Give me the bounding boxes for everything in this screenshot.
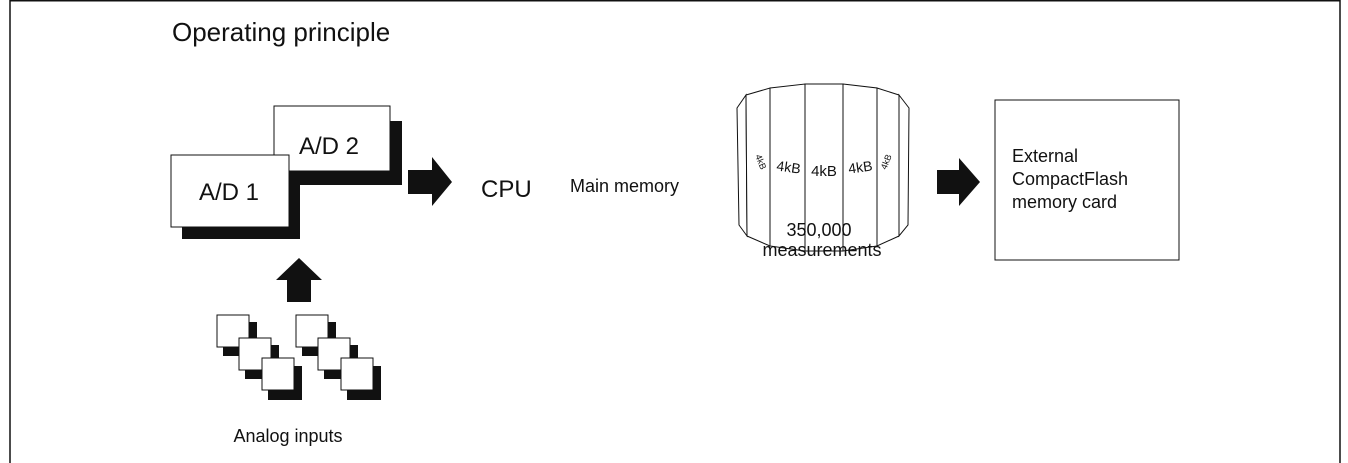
- input-square: [261, 357, 295, 391]
- arrow-up-icon: [276, 258, 322, 302]
- cpu-label: CPU: [481, 176, 532, 203]
- ad-converter-1-label: A/D 1: [199, 179, 259, 206]
- card-label-line-1: External: [1012, 146, 1078, 166]
- diagram-title: Operating principle: [172, 17, 390, 47]
- input-square: [340, 357, 374, 391]
- memory-block: [736, 93, 748, 238]
- memory-block-label: 4kB: [776, 157, 802, 176]
- card-label-line-3: memory card: [1012, 192, 1117, 212]
- memory-block-label: 4kB: [847, 157, 873, 176]
- capacity-value: 350,000: [786, 220, 851, 240]
- capacity-unit: measurements: [762, 240, 881, 260]
- arrow-right-icon: [408, 157, 452, 206]
- analog-inputs-group-left: [216, 314, 302, 400]
- analog-inputs-label: Analog inputs: [233, 426, 342, 446]
- main-memory-label: Main memory: [570, 176, 679, 196]
- ad-converter-2-box: [273, 105, 391, 172]
- memory-block-label: 4kB: [811, 163, 837, 180]
- memory-blocks: [736, 83, 910, 252]
- ad-converter-2: A/D 2: [273, 105, 402, 185]
- memory-block: [898, 93, 910, 238]
- compactflash-card-box: [994, 99, 1180, 261]
- ad-converter-2-label: A/D 2: [299, 133, 359, 160]
- arrow-right-icon: [937, 158, 980, 206]
- ad-converter-1: A/D 1: [170, 154, 300, 239]
- frame: [9, 0, 1341, 463]
- analog-inputs-group-right: [295, 314, 381, 400]
- card-label-line-2: CompactFlash: [1012, 169, 1128, 189]
- ad-converter-1-box: [170, 154, 290, 228]
